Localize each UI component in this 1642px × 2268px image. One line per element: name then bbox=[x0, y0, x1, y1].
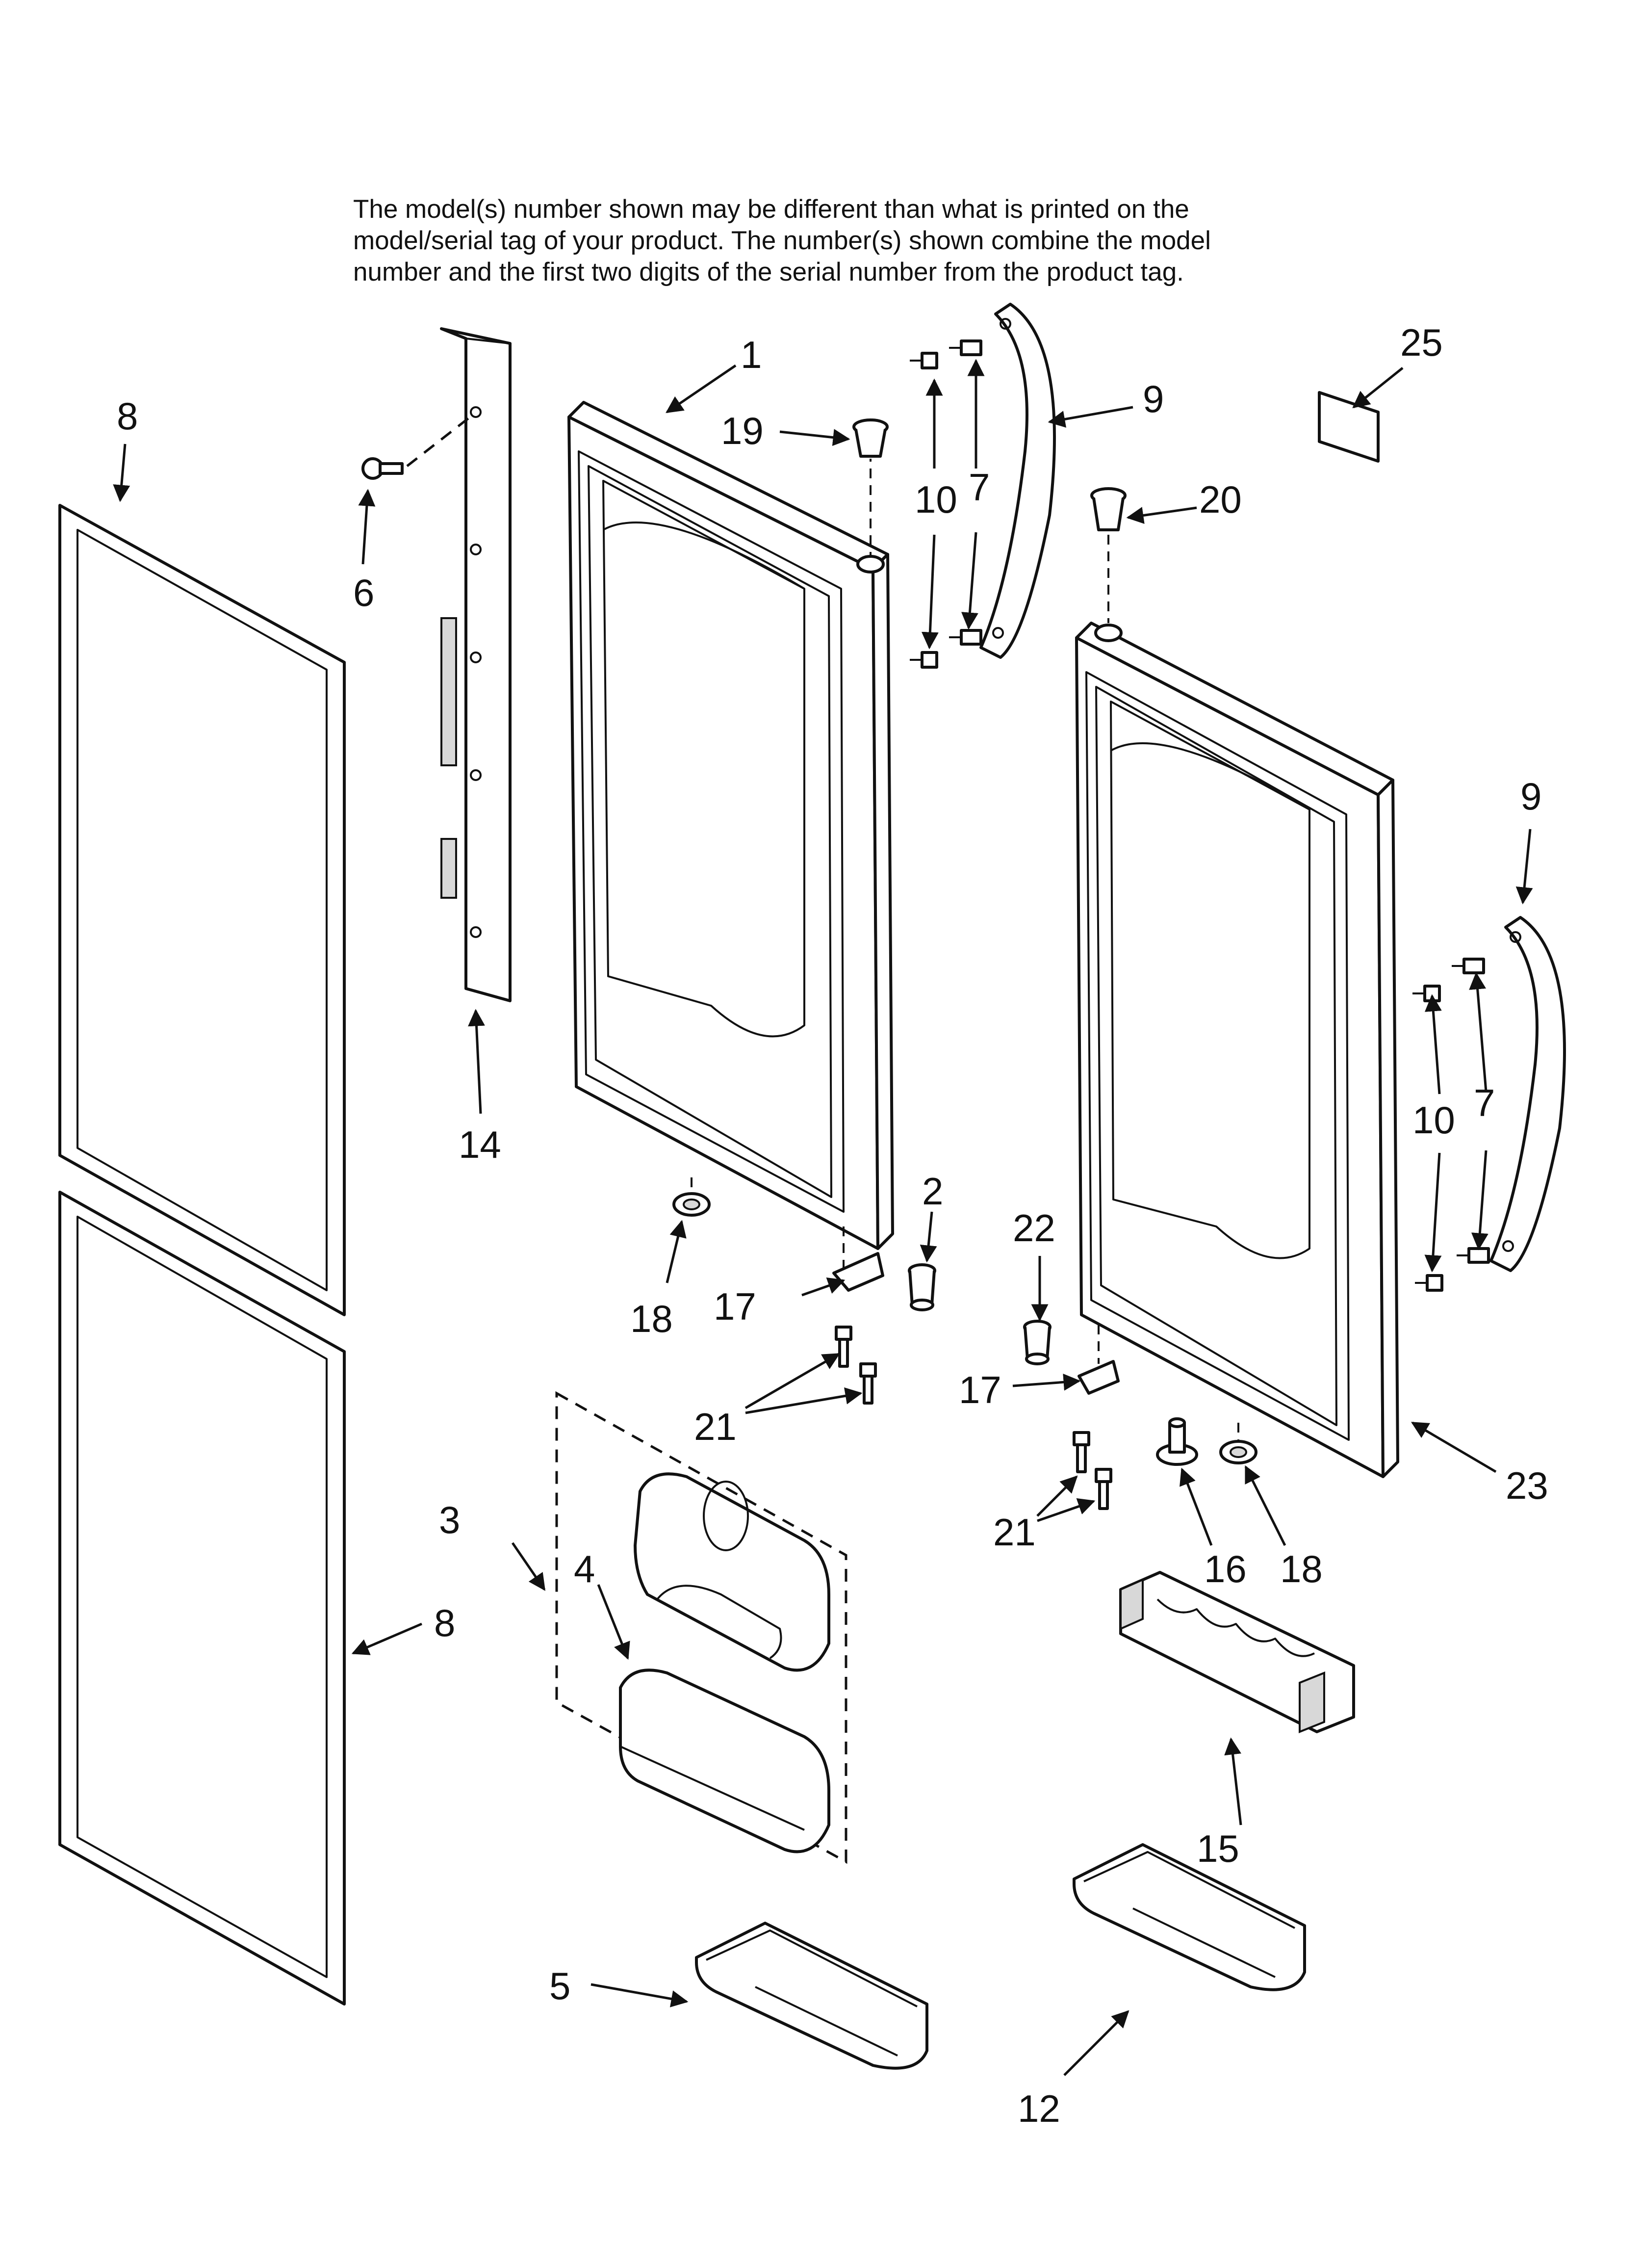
callout-8-lower: 8 bbox=[434, 1601, 455, 1644]
callout-10-lower: 10 bbox=[1412, 1098, 1455, 1142]
callout-20: 20 bbox=[1199, 478, 1242, 521]
bushing-20 bbox=[1090, 487, 1127, 623]
callout-18-left: 18 bbox=[630, 1297, 673, 1340]
callout-14: 14 bbox=[459, 1123, 501, 1166]
screw-10-upper-a bbox=[910, 352, 938, 369]
callout-1: 1 bbox=[741, 333, 762, 376]
hinge-strip bbox=[440, 327, 512, 1002]
screw-6 bbox=[361, 414, 474, 480]
dispenser-assembly-3 bbox=[555, 1391, 847, 1864]
callout-7-lower: 7 bbox=[1474, 1081, 1495, 1124]
callout-16: 16 bbox=[1204, 1547, 1247, 1590]
callout-19: 19 bbox=[721, 409, 764, 452]
callout-6: 6 bbox=[353, 571, 374, 614]
notice-line-2: model/serial tag of your product. The nu… bbox=[353, 226, 1211, 255]
screw-7-upper-b bbox=[949, 629, 982, 646]
leader-lines bbox=[113, 359, 1533, 2076]
callout-8-upper: 8 bbox=[117, 394, 138, 438]
egg-tray-15 bbox=[1119, 1571, 1355, 1733]
bushing-22 bbox=[1023, 1320, 1052, 1365]
callout-22: 22 bbox=[1013, 1206, 1055, 1250]
callout-15: 15 bbox=[1197, 1827, 1239, 1870]
bushing-2 bbox=[908, 1263, 936, 1311]
callout-4: 4 bbox=[574, 1547, 595, 1590]
gasket-upper bbox=[58, 504, 346, 1316]
callout-21-right: 21 bbox=[993, 1511, 1036, 1554]
screws-21-left bbox=[835, 1326, 877, 1405]
right-door bbox=[1075, 622, 1399, 1478]
callout-21-left: 21 bbox=[694, 1405, 737, 1448]
dispenser-cover bbox=[634, 1472, 830, 1672]
callout-9-lower: 9 bbox=[1520, 775, 1541, 818]
model-number-notice: The model(s) number shown may be differe… bbox=[353, 194, 1359, 288]
callout-3: 3 bbox=[439, 1498, 460, 1541]
screw-7-lower-a bbox=[1452, 958, 1485, 974]
door-stop-18-left bbox=[672, 1177, 711, 1217]
screw-10-upper-b bbox=[910, 651, 938, 669]
hinge-bracket-17-right bbox=[1078, 1325, 1120, 1395]
callout-5: 5 bbox=[549, 1964, 570, 2007]
callout-10-upper: 10 bbox=[915, 478, 957, 521]
door-stop-18-right bbox=[1219, 1423, 1257, 1464]
callout-2: 2 bbox=[922, 1170, 943, 1213]
callout-12: 12 bbox=[1018, 2087, 1060, 2130]
screw-10-lower-b bbox=[1415, 1274, 1443, 1292]
callout-17-left: 17 bbox=[714, 1285, 756, 1328]
gasket-lower bbox=[58, 1191, 346, 2006]
callout-labels: 1 19 10 7 9 20 25 8 6 14 9 10 7 2 22 18 … bbox=[117, 321, 1548, 2130]
callout-9-upper: 9 bbox=[1143, 377, 1164, 420]
notice-line-3: number and the first two digits of the s… bbox=[353, 258, 1184, 287]
screw-7-upper-a bbox=[949, 339, 982, 356]
handle-lower bbox=[1489, 916, 1566, 1272]
product-tag bbox=[1318, 391, 1380, 463]
door-bin-5 bbox=[695, 1922, 928, 2070]
hinge-pin-16 bbox=[1156, 1417, 1198, 1466]
callout-25: 25 bbox=[1400, 321, 1443, 364]
callout-7-upper: 7 bbox=[969, 466, 990, 509]
callout-23: 23 bbox=[1506, 1464, 1548, 1507]
notice-line-1: The model(s) number shown may be differe… bbox=[353, 195, 1189, 224]
bushing-19 bbox=[852, 418, 889, 458]
callout-17-right: 17 bbox=[959, 1368, 1001, 1411]
callout-18-right: 18 bbox=[1280, 1547, 1323, 1590]
dispenser-bin-4 bbox=[619, 1668, 830, 1853]
left-door bbox=[567, 401, 894, 1250]
screw-10-lower-a bbox=[1412, 985, 1441, 1002]
door-bin-12 bbox=[1073, 1843, 1306, 1991]
screw-7-lower-b bbox=[1457, 1247, 1490, 1264]
handle-upper bbox=[979, 303, 1056, 659]
screws-21-right bbox=[1073, 1431, 1112, 1510]
